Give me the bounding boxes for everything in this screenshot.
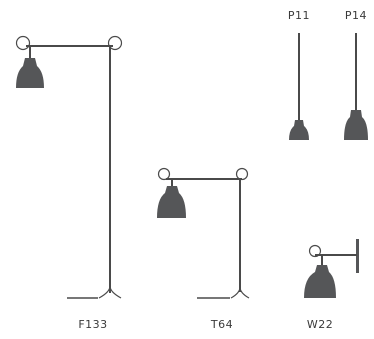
f133-floor-lamp-icon xyxy=(15,35,123,299)
t64-table-lamp-icon xyxy=(157,167,250,299)
p11-pendant-lamp-icon xyxy=(289,33,309,140)
p14-pendant-lamp-icon xyxy=(344,33,368,140)
p14-label: P14 xyxy=(344,9,368,22)
f133-label: F133 xyxy=(78,318,108,331)
p11-label: P11 xyxy=(287,9,311,22)
w22-wall-lamp-icon xyxy=(304,239,359,298)
t64-label: T64 xyxy=(210,318,234,331)
w22-label: W22 xyxy=(306,318,334,331)
